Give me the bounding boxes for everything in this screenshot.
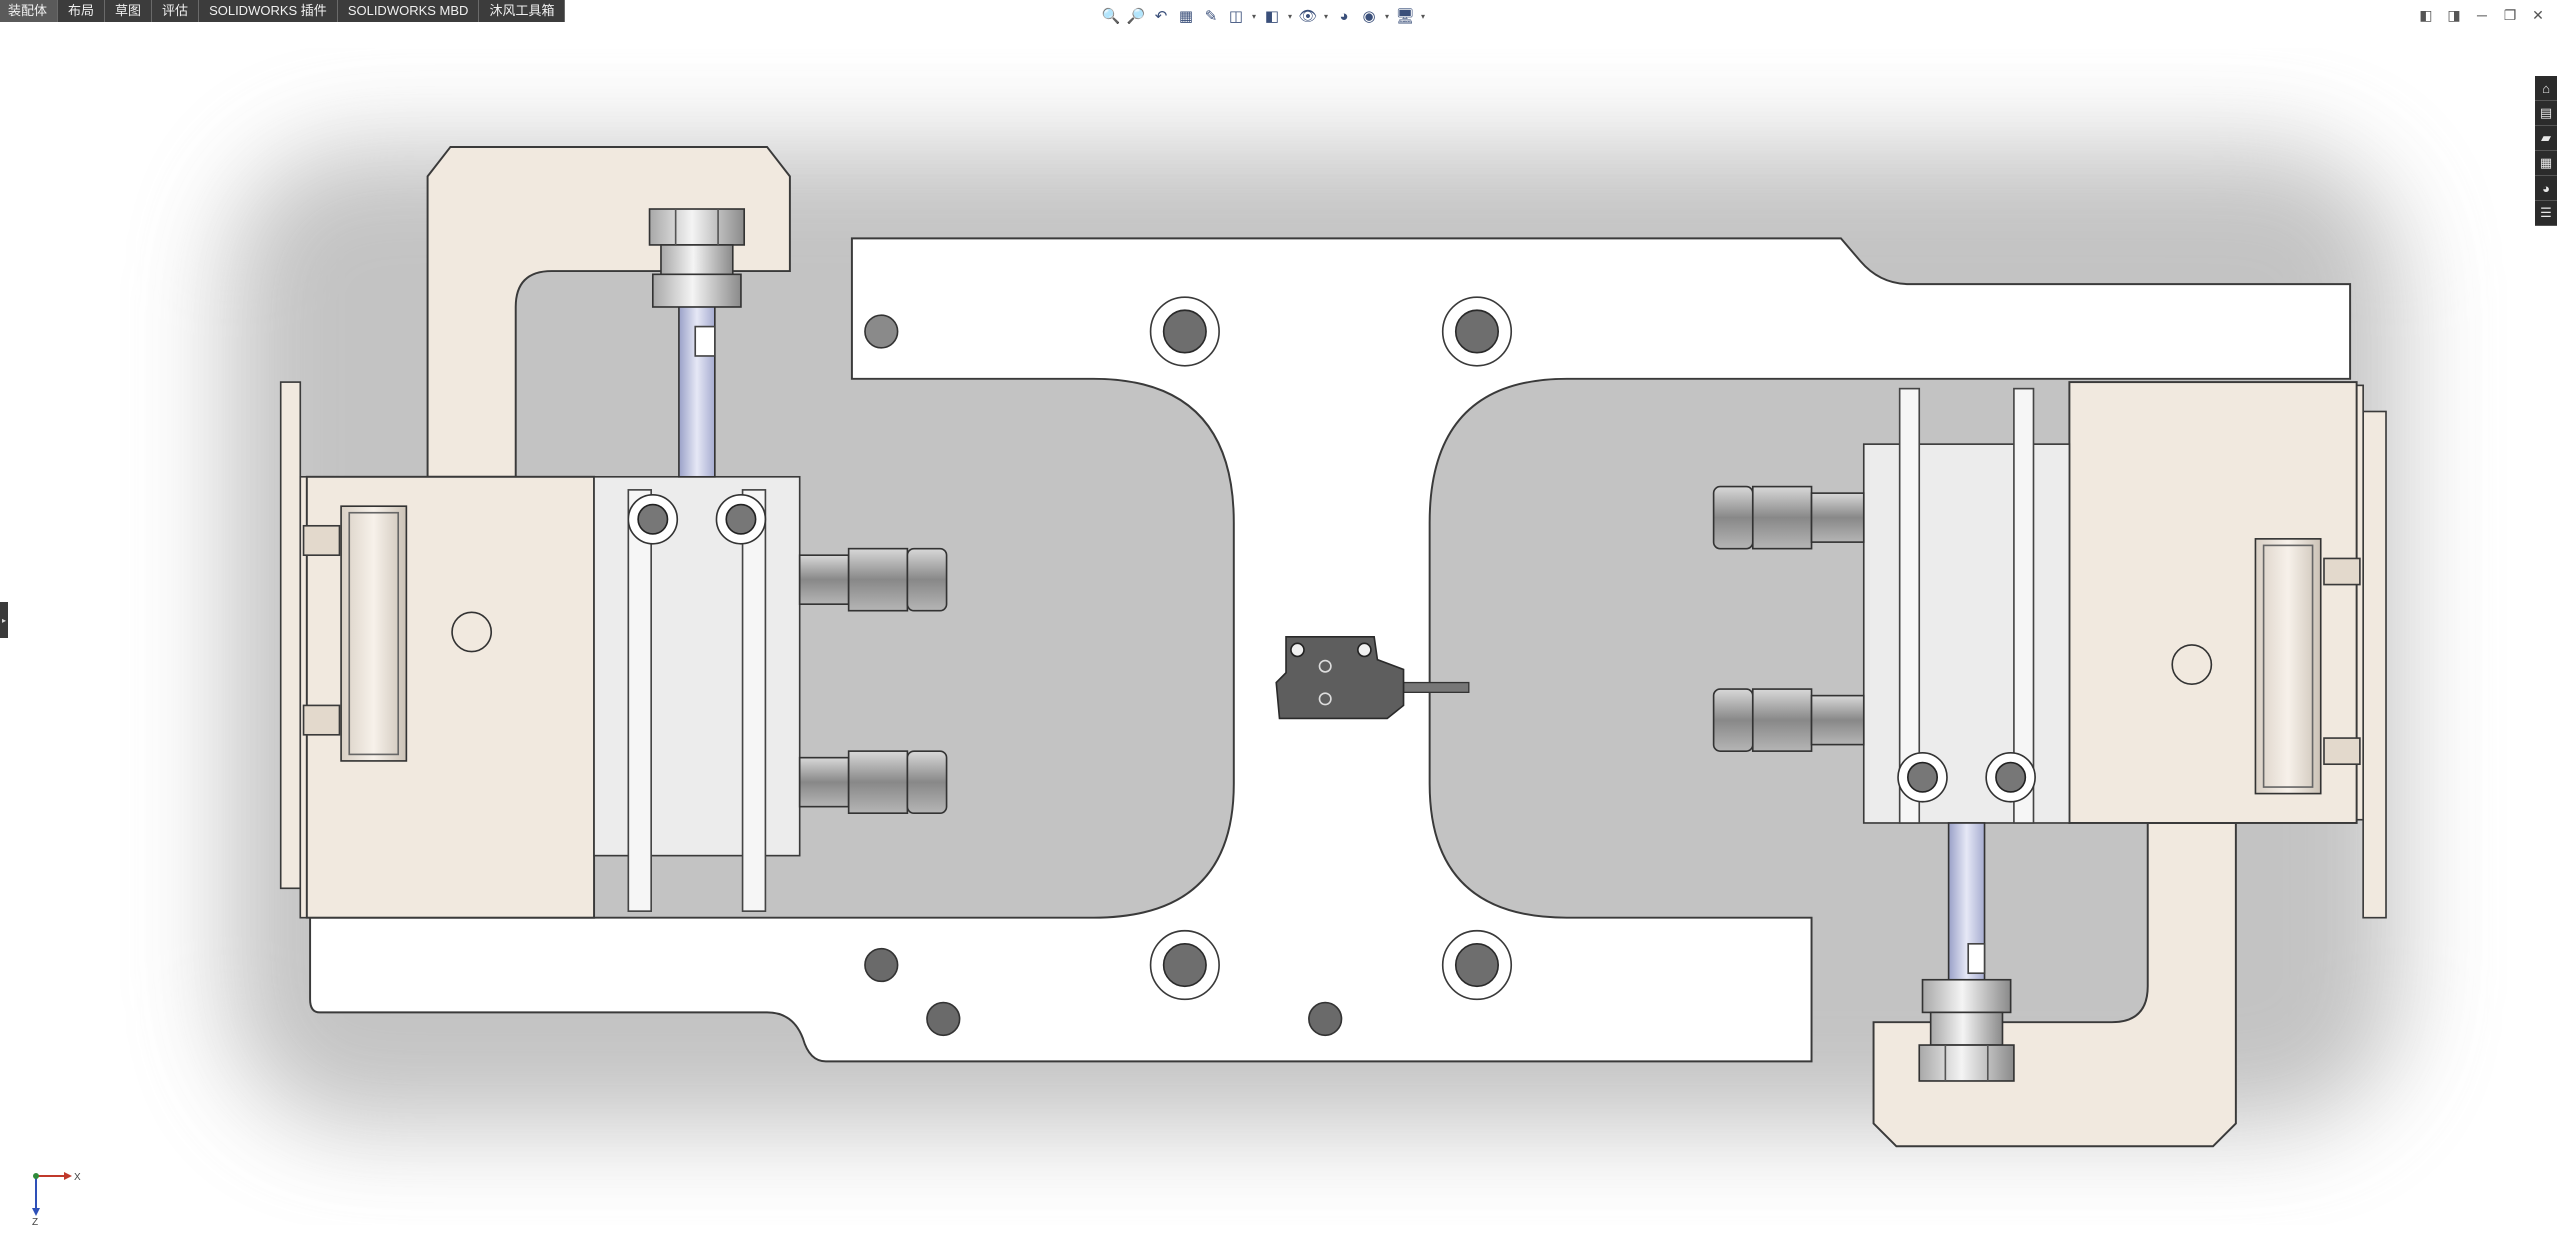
- tab-sketch[interactable]: 草图: [105, 0, 153, 22]
- plate-bore: [1441, 929, 1513, 1001]
- right-clamp-assembly[interactable]: [1712, 381, 2387, 1148]
- triad-z-label: Z: [32, 1217, 38, 1226]
- tab-assembly[interactable]: 装配体: [0, 0, 59, 22]
- left-spacer-plate: [279, 381, 302, 890]
- close-icon[interactable]: ✕: [2532, 6, 2544, 23]
- apply-scene-icon[interactable]: ◉: [1362, 8, 1376, 25]
- restore-icon[interactable]: ❐: [2503, 6, 2517, 23]
- section-view-icon[interactable]: ▦: [1178, 8, 1194, 25]
- heads-up-view-toolbar: 🔍 🔎 ↶ ▦ ✎ ◫ ▾ ◧ ▾ 👁 ▾ ◕ ◉ ▾ 🖥 ▾: [1100, 2, 1427, 30]
- feature-manager-collapse-handle[interactable]: ▸: [0, 602, 8, 638]
- right-spacer-plate: [2362, 410, 2387, 919]
- minimize-icon[interactable]: ─: [2477, 7, 2487, 23]
- right-cylinder-body[interactable]: [1862, 443, 2071, 824]
- edit-appearance-icon[interactable]: ◕: [1339, 7, 1349, 25]
- appearances-scenes-icon[interactable]: ◕: [2535, 176, 2557, 201]
- tab-layout[interactable]: 布局: [58, 0, 106, 22]
- command-manager-tabs: 装配体 布局 草图 评估 SOLIDWORKS 插件 SOLIDWORKS MB…: [0, 0, 566, 22]
- task-pane-tabs: ⌂ ▤ ▰ ▦ ◕ ☰: [2535, 76, 2557, 226]
- left-air-fitting-top[interactable]: [798, 547, 948, 612]
- right-air-fitting-bottom[interactable]: [1712, 688, 1865, 752]
- file-explorer-icon[interactable]: ▰: [2535, 126, 2557, 151]
- left-cylinder-body[interactable]: [593, 475, 801, 857]
- left-clamp-assembly[interactable]: [279, 145, 948, 919]
- tab-evaluate[interactable]: 评估: [152, 0, 200, 22]
- tab-solidworks-addins[interactable]: SOLIDWORKS 插件: [199, 0, 338, 22]
- reference-triad: X Z: [32, 1172, 81, 1226]
- previous-view-icon[interactable]: ↶: [1154, 8, 1168, 25]
- tile-right-icon[interactable]: ◨: [2447, 6, 2461, 23]
- left-air-fitting-bottom[interactable]: [798, 750, 948, 814]
- view-orientation-icon[interactable]: ◫: [1228, 8, 1244, 25]
- plate-hole: [864, 947, 899, 983]
- plate-hole: [864, 314, 899, 349]
- dynamic-annotation-icon[interactable]: ✎: [1204, 8, 1218, 25]
- chevron-down-icon[interactable]: ▾: [1287, 11, 1292, 21]
- custom-properties-icon[interactable]: ☰: [2535, 201, 2557, 226]
- left-clamp-pad: [340, 505, 408, 762]
- right-air-fitting-top[interactable]: [1712, 485, 1865, 550]
- plate-bore: [1149, 929, 1220, 1001]
- right-clamp-pad: [2254, 538, 2322, 795]
- plate-hole: [1308, 1001, 1343, 1037]
- zoom-to-area-icon[interactable]: 🔎: [1126, 8, 1146, 25]
- right-hex-nut: [1918, 978, 2015, 1082]
- left-block-hole: [451, 611, 493, 653]
- chevron-down-icon[interactable]: ▾: [1420, 11, 1425, 21]
- display-style-icon[interactable]: ◧: [1264, 8, 1280, 25]
- plate-bore: [1149, 296, 1220, 367]
- design-library-icon[interactable]: ▤: [2535, 101, 2557, 126]
- tab-solidworks-mbd[interactable]: SOLIDWORKS MBD: [338, 0, 480, 22]
- right-block-hole: [2171, 644, 2213, 685]
- chevron-down-icon[interactable]: ▾: [1384, 11, 1389, 21]
- triad-x-label: X: [74, 1172, 81, 1183]
- proximity-sensor[interactable]: [1275, 636, 1470, 720]
- zoom-to-fit-icon[interactable]: 🔍: [1101, 8, 1121, 25]
- chevron-down-icon[interactable]: ▾: [1251, 11, 1256, 21]
- window-controls: ◧ ◨ ─ ❐ ✕: [2415, 2, 2549, 28]
- left-hex-nut: [648, 208, 746, 308]
- solidworks-resources-icon[interactable]: ⌂: [2535, 76, 2557, 101]
- tab-mufeng-toolbox[interactable]: 沐风工具箱: [479, 0, 566, 22]
- chevron-down-icon[interactable]: ▾: [1323, 11, 1328, 21]
- tile-left-icon[interactable]: ◧: [2419, 6, 2433, 23]
- plate-hole: [926, 1001, 961, 1037]
- plate-bore: [1441, 296, 1513, 367]
- hide-show-items-icon[interactable]: 👁: [1298, 8, 1318, 25]
- view-palette-icon[interactable]: ▦: [2535, 151, 2557, 176]
- chevron-right-icon: ▸: [1, 615, 6, 625]
- view-settings-icon[interactable]: 🖥: [1395, 8, 1415, 25]
